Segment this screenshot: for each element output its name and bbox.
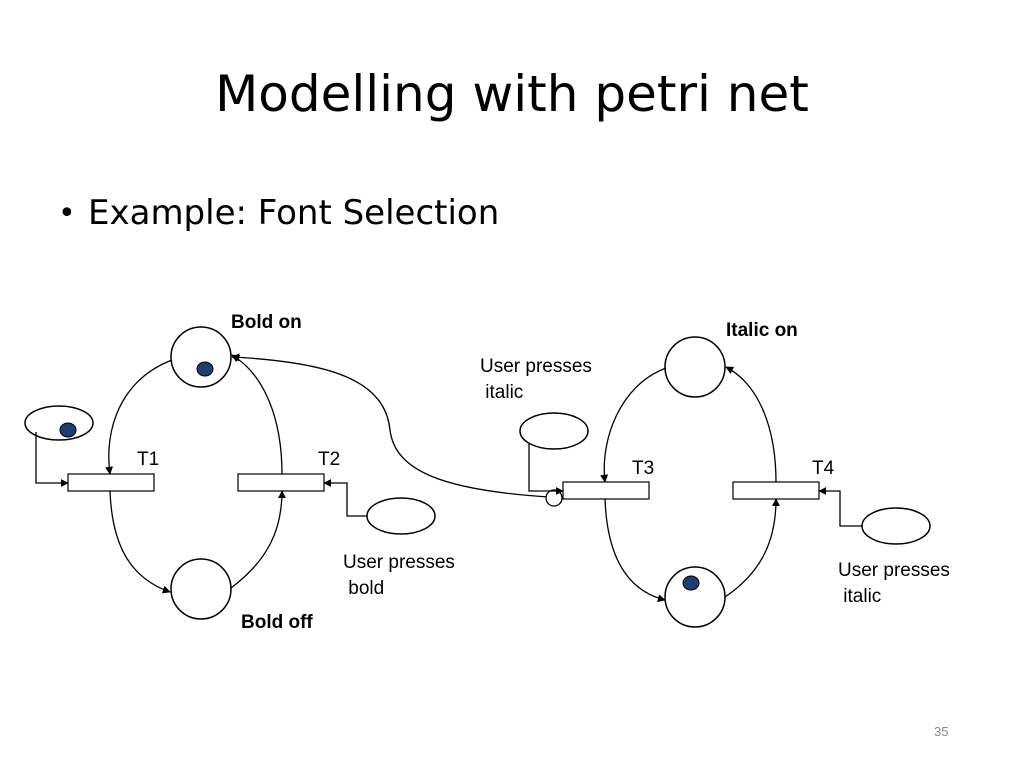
- bullet-dot-icon: •: [58, 195, 76, 231]
- arc-t3-to-bold-on: [231, 353, 550, 498]
- label-t4: T4: [812, 458, 835, 479]
- place-bold-off: [170, 558, 232, 620]
- page-number: 35: [934, 724, 949, 739]
- label-user-presses-bold: User presses bold: [343, 552, 455, 599]
- transition-t2: [237, 473, 325, 492]
- arc-bold-on-to-t1: [105, 359, 173, 475]
- label-italic-on: Italic on: [726, 320, 798, 341]
- label-bold-off: Bold off: [241, 612, 313, 633]
- arc-bold-press-to-t2: [323, 479, 367, 517]
- transition-t1: [67, 473, 155, 492]
- token-bold-input: [59, 422, 77, 438]
- place-bold-on: [170, 326, 232, 388]
- place-bold-press: [366, 497, 436, 535]
- bullet-item: • Example: Font Selection: [58, 188, 499, 238]
- slide-title: Modelling with petri net: [215, 65, 809, 123]
- label-bold-on: Bold on: [231, 312, 302, 333]
- label-user-presses-italic-upper: User presses italic: [480, 356, 592, 403]
- place-italic-on: [664, 336, 726, 398]
- arc-t4-to-italic-on: [725, 366, 777, 483]
- token-bold-on: [196, 361, 214, 377]
- token-italic-off: [682, 575, 700, 591]
- bullet-text: Example: Font Selection: [88, 193, 500, 233]
- arc-italic-on-to-t3: [600, 367, 667, 483]
- arc-italic-off-to-t4: [724, 498, 780, 598]
- transition-t4: [732, 481, 820, 500]
- arc-italic-press-to-t4: [818, 487, 862, 527]
- label-t3: T3: [632, 458, 655, 479]
- label-t2: T2: [318, 449, 341, 470]
- place-bold-input: [24, 405, 94, 441]
- place-italic-press: [861, 507, 931, 545]
- arc-t1-to-bold-off: [109, 490, 171, 594]
- arc-t3-to-italic-off: [604, 498, 666, 603]
- arc-t2-to-bold-on: [231, 354, 283, 475]
- arc-bold-off-to-t2: [230, 490, 286, 589]
- place-italic-input: [519, 412, 589, 450]
- label-t1: T1: [137, 449, 160, 470]
- arc-italic-input-to-t3: [528, 444, 564, 495]
- transition-t3: [562, 481, 650, 500]
- arc-bold-input-to-t1: [35, 432, 69, 487]
- place-italic-off: [664, 566, 726, 628]
- label-user-presses-italic-lower: User presses italic: [838, 560, 950, 607]
- inhibitor-circle: [545, 489, 563, 507]
